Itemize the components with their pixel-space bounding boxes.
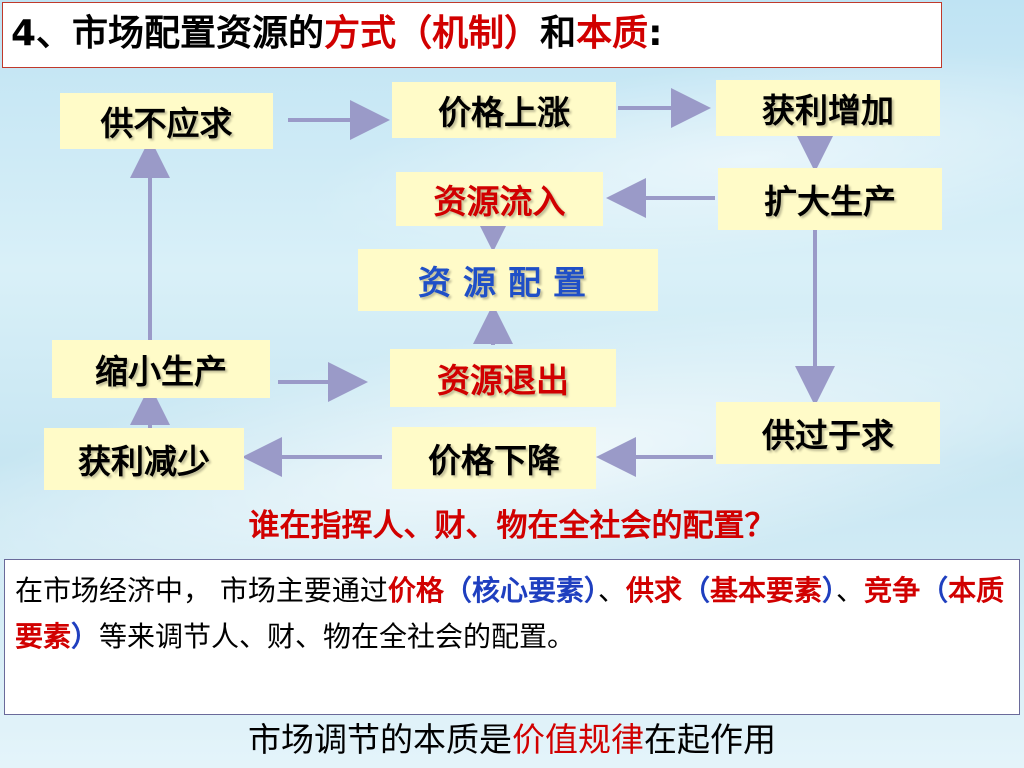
answer-supply-demand: 供求 (625, 574, 682, 607)
answer-sep-2: 、 (836, 574, 865, 607)
answer-rparen-3: ） (71, 620, 100, 653)
node-profit-up: 获利增加 (716, 80, 940, 136)
answer-box: 在市场经济中， 市场主要通过价格（核心要素）、供求（基本要素）、竞争（本质要素）… (4, 559, 1020, 715)
node-resource-in: 资源流入 (396, 172, 603, 226)
answer-intro: 在市场经济中， 市场主要通过 (15, 574, 388, 607)
answer-essential-element: 本质要素 (15, 574, 1005, 653)
conclusion-value-law: 价值规律 (512, 720, 644, 759)
title-and: 和 (540, 13, 577, 54)
node-resource-out: 资源退出 (390, 349, 616, 407)
node-supply-excess: 供过于求 (716, 402, 940, 464)
node-price-up: 价格上涨 (392, 82, 616, 138)
conclusion-intro: 市场调节的本质是 (248, 720, 512, 759)
answer-outro: 等来调节人、财、物在全社会的配置。 (99, 620, 576, 653)
answer-competition: 竞争 (864, 574, 921, 607)
title-colon: : (648, 13, 663, 54)
conclusion-text: 市场调节的本质是价值规律在起作用 (0, 712, 1024, 768)
node-resource-allocation: 资源配置 (358, 249, 658, 311)
node-profit-down: 获利减少 (44, 428, 244, 490)
answer-price: 价格 (387, 574, 444, 607)
answer-basic-element: 基本要素 (710, 574, 823, 607)
answer-rparen-2: ） (822, 574, 837, 607)
answer-lparen-2: （ (682, 574, 711, 607)
node-expand-production: 扩大生产 (718, 168, 942, 230)
node-price-down: 价格下降 (392, 427, 596, 489)
question-text: 谁在指挥人、财、物在全社会的配置？ (248, 508, 776, 544)
answer-lparen-1: （ (443, 574, 472, 607)
slide-title: 4、市场配置资源的方式（机制）和本质: (2, 2, 942, 68)
conclusion-outro: 在起作用 (644, 720, 776, 759)
answer-rparen-1: ） (583, 574, 598, 607)
answer-sep-1: 、 (597, 574, 626, 607)
answer-lparen-3: （ (920, 574, 949, 607)
title-method: 方式（机制） (324, 13, 541, 54)
node-shrink-production: 缩小生产 (52, 340, 270, 398)
title-essence: 本质 (576, 13, 649, 54)
node-supply-short: 供不应求 (60, 93, 273, 149)
answer-core-element: 核心要素 (471, 574, 584, 607)
title-prefix: 4、市场配置资源的 (11, 13, 325, 54)
